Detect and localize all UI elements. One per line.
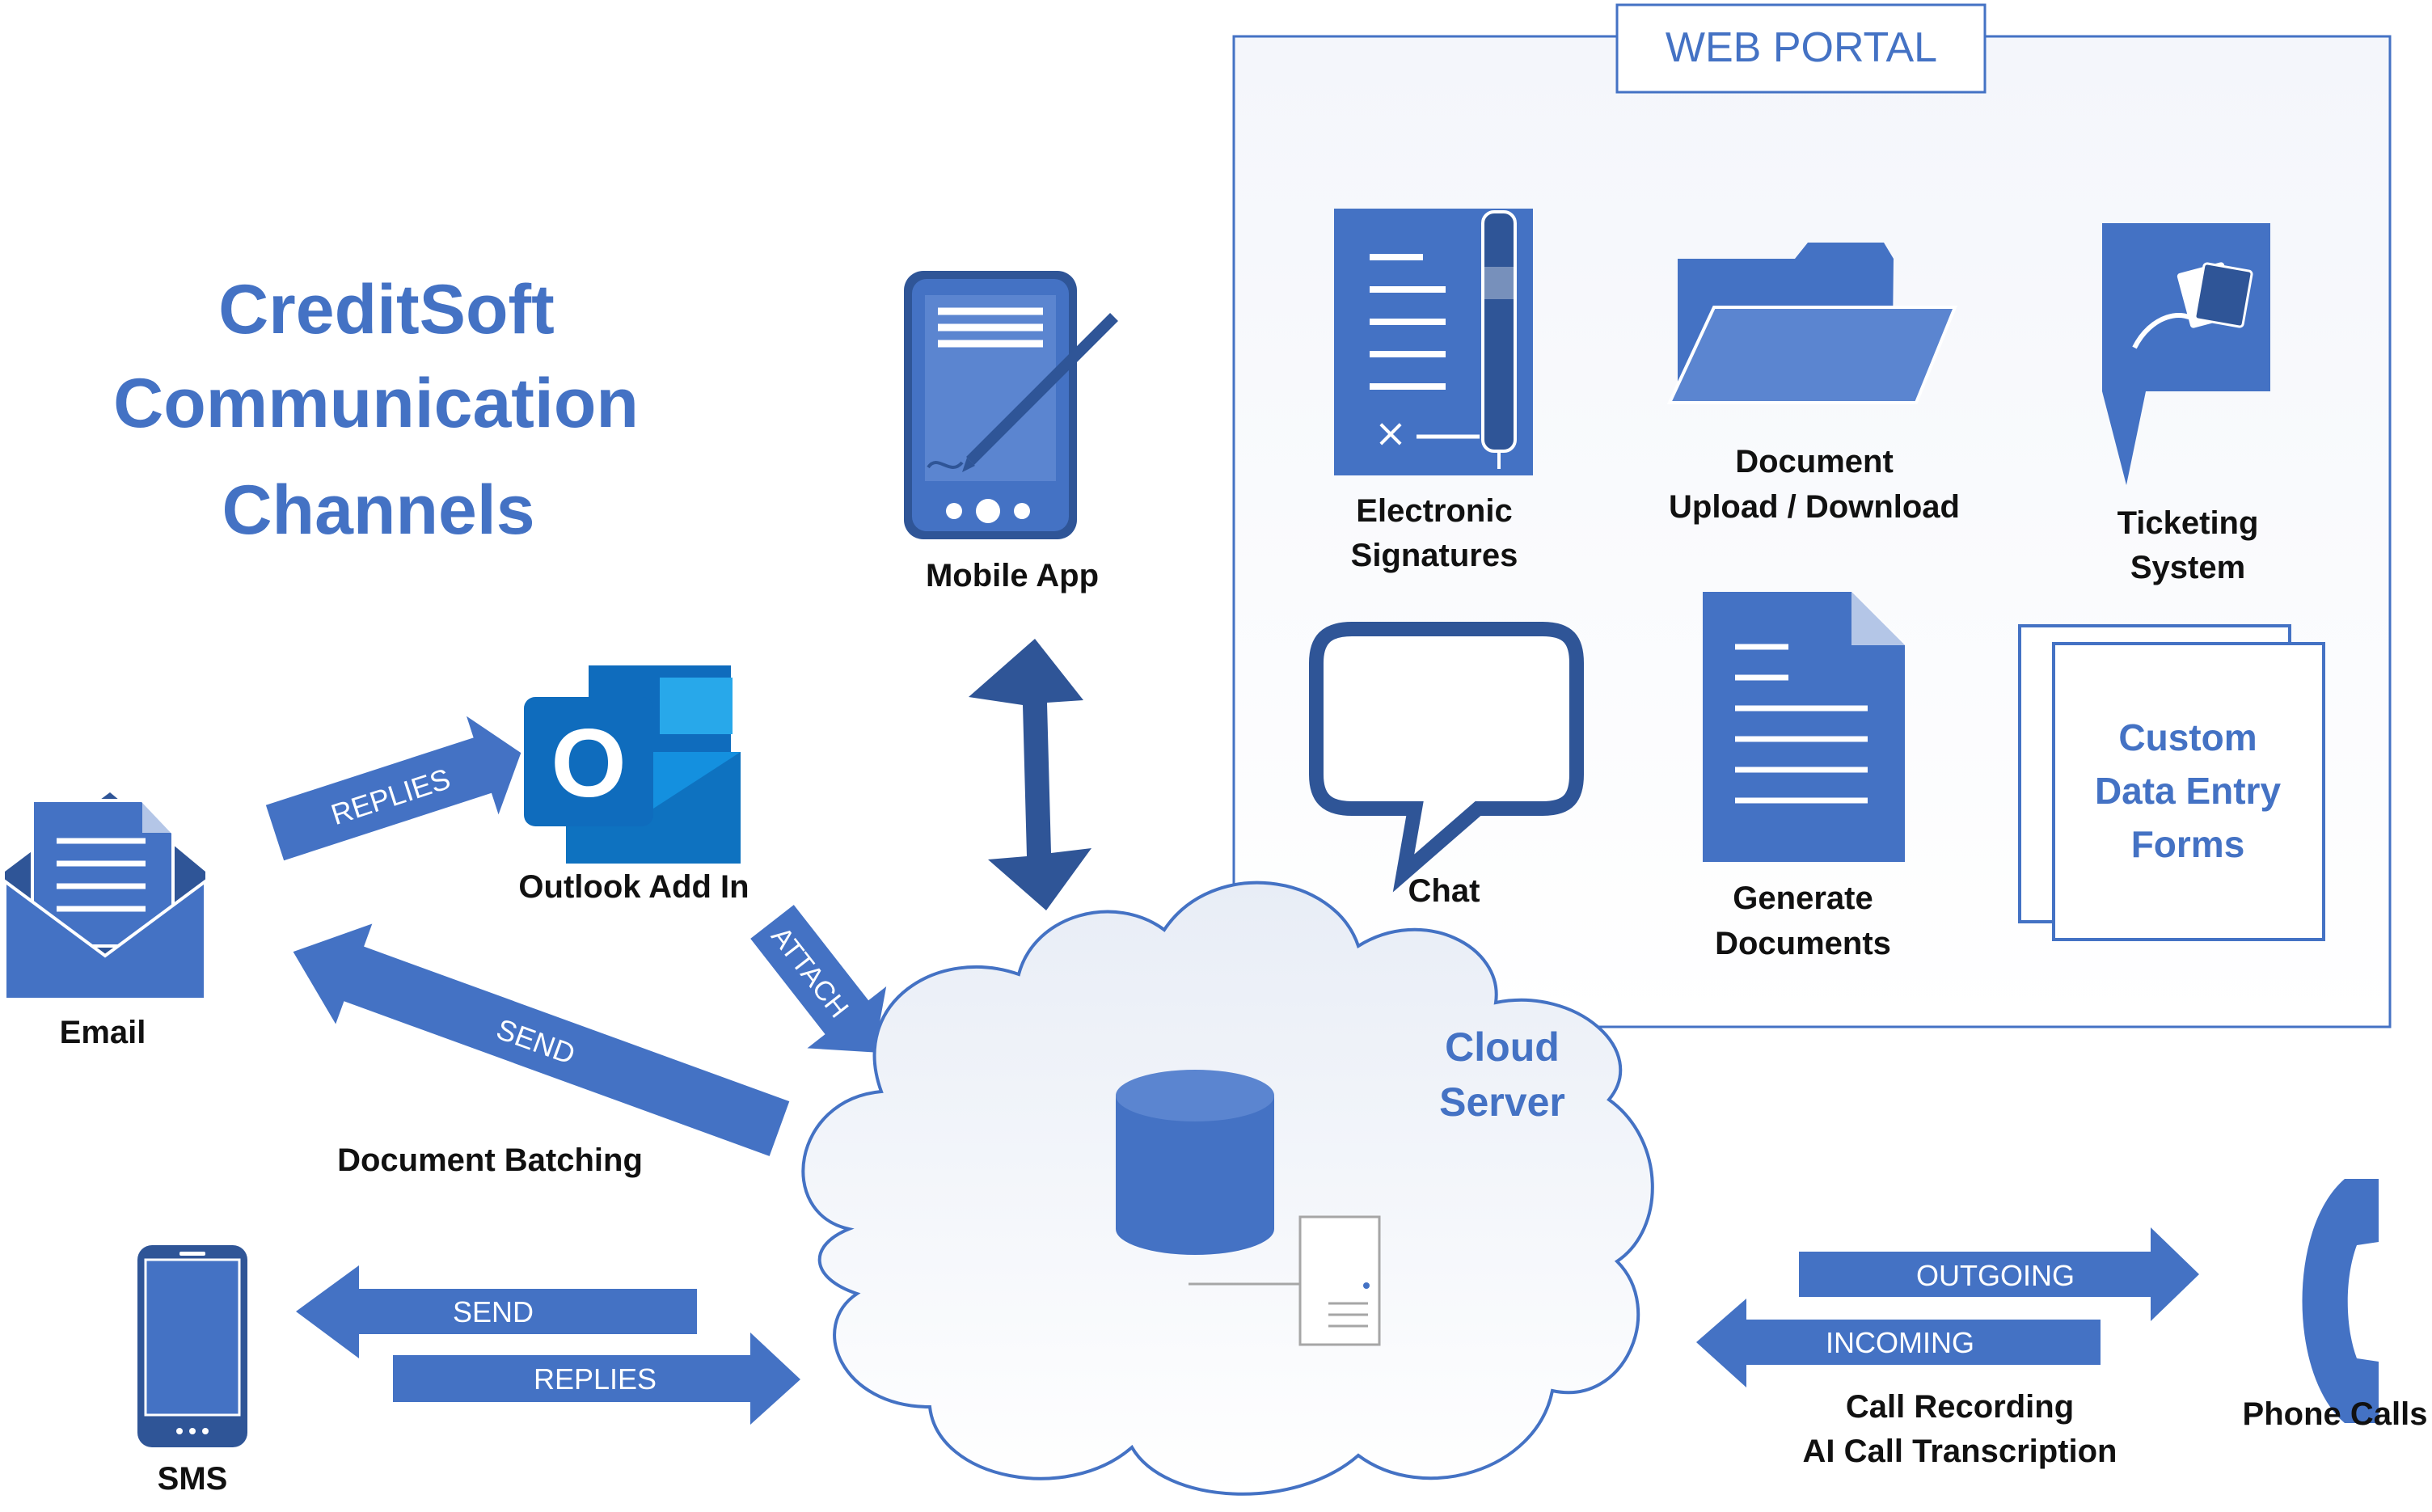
forms-label-1: Custom (2118, 716, 2257, 758)
gen-label-2: Documents (1715, 926, 1891, 961)
sms-send-arrow[interactable]: SEND (296, 1265, 697, 1358)
portal-item-custom-forms[interactable]: Custom Data Entry Forms (2018, 624, 2325, 941)
portal-item-electronic-signatures[interactable]: × Electronic Signatures (1334, 209, 1533, 573)
email-channel[interactable]: Email (2, 792, 207, 1050)
email-send-arrow[interactable]: SEND (275, 902, 798, 1179)
svg-text:×: × (1374, 411, 1407, 456)
title-line-2: Communication (113, 365, 639, 442)
doc-label-2: Upload / Download (1669, 489, 1960, 525)
call-recording-label: Call Recording (1846, 1389, 2074, 1425)
forms-icon (2018, 624, 2325, 941)
esig-label-1: Electronic (1356, 493, 1512, 529)
gen-label-1: Generate (1733, 881, 1873, 916)
forms-label-3: Forms (2131, 823, 2245, 865)
database-icon (1116, 1070, 1274, 1255)
phone-label: Phone Calls (2243, 1396, 2428, 1432)
chat-label: Chat (1408, 873, 1480, 909)
outlook-label: Outlook Add In (518, 869, 749, 905)
outlook-icon: O (524, 665, 741, 864)
sms-replies-label: REPLIES (534, 1362, 657, 1396)
doc-label-1: Document (1735, 444, 1894, 479)
sms-replies-arrow[interactable]: REPLIES (393, 1333, 800, 1425)
document-icon (1703, 592, 1905, 862)
portal-item-generate-documents[interactable]: Generate Documents (1703, 592, 1905, 961)
title-line-3: Channels (222, 471, 534, 549)
esig-label-2: Signatures (1351, 538, 1518, 573)
cloud-server[interactable]: Cloud Server (801, 881, 1654, 1496)
mobile-cloud-double-arrow[interactable] (969, 639, 1091, 910)
email-label: Email (60, 1015, 146, 1050)
cloud-label-2: Server (1439, 1079, 1565, 1125)
ai-transcription-label: AI Call Transcription (1803, 1434, 2117, 1469)
mobile-app[interactable]: Mobile App (904, 271, 1118, 593)
web-portal-label: WEB PORTAL (1666, 24, 1937, 71)
phone-handset-icon (2302, 1179, 2379, 1423)
sms-channel[interactable]: SMS (137, 1245, 247, 1497)
server-icon (1189, 1215, 1381, 1346)
document-batching-label: Document Batching (337, 1142, 643, 1178)
portal-item-document-upload-download[interactable]: Document Upload / Download (1666, 243, 1960, 525)
incoming-label: INCOMING (1826, 1326, 1974, 1359)
sms-send-label: SEND (453, 1295, 534, 1328)
web-portal-tab[interactable] (1615, 3, 1987, 94)
email-replies-arrow[interactable]: REPLIES (259, 703, 537, 882)
mobile-app-label: Mobile App (926, 558, 1099, 593)
portal-item-ticketing-system[interactable]: Ticketing System (2102, 223, 2270, 585)
tablet-pen-icon (904, 271, 1118, 539)
signature-icon: × (1334, 209, 1533, 475)
incoming-arrow[interactable]: INCOMING (1696, 1299, 2101, 1387)
outlook-letter: O (551, 709, 626, 817)
ticket-icon (2102, 223, 2270, 485)
phone-channel[interactable]: Phone Calls (2243, 1179, 2428, 1432)
email-envelope-icon (2, 792, 207, 1001)
smartphone-icon (137, 1245, 247, 1447)
ticket-label-2: System (2130, 550, 2245, 585)
outgoing-arrow[interactable]: OUTGOING (1799, 1227, 2199, 1321)
outlook-add-in[interactable]: O Outlook Add In (518, 665, 749, 905)
outgoing-label: OUTGOING (1916, 1259, 2075, 1292)
folder-icon (1666, 243, 1957, 404)
ticket-label-1: Ticketing (2117, 505, 2259, 541)
sms-label: SMS (158, 1461, 228, 1497)
page-title: CreditSoft Communication Channels (113, 271, 639, 549)
title-line-1: CreditSoft (218, 271, 555, 348)
portal-item-chat[interactable]: Chat (1309, 622, 1584, 909)
cloud-label-1: Cloud (1445, 1024, 1560, 1070)
forms-label-2: Data Entry (2095, 770, 2281, 812)
chat-bubble-icon (1309, 622, 1584, 893)
